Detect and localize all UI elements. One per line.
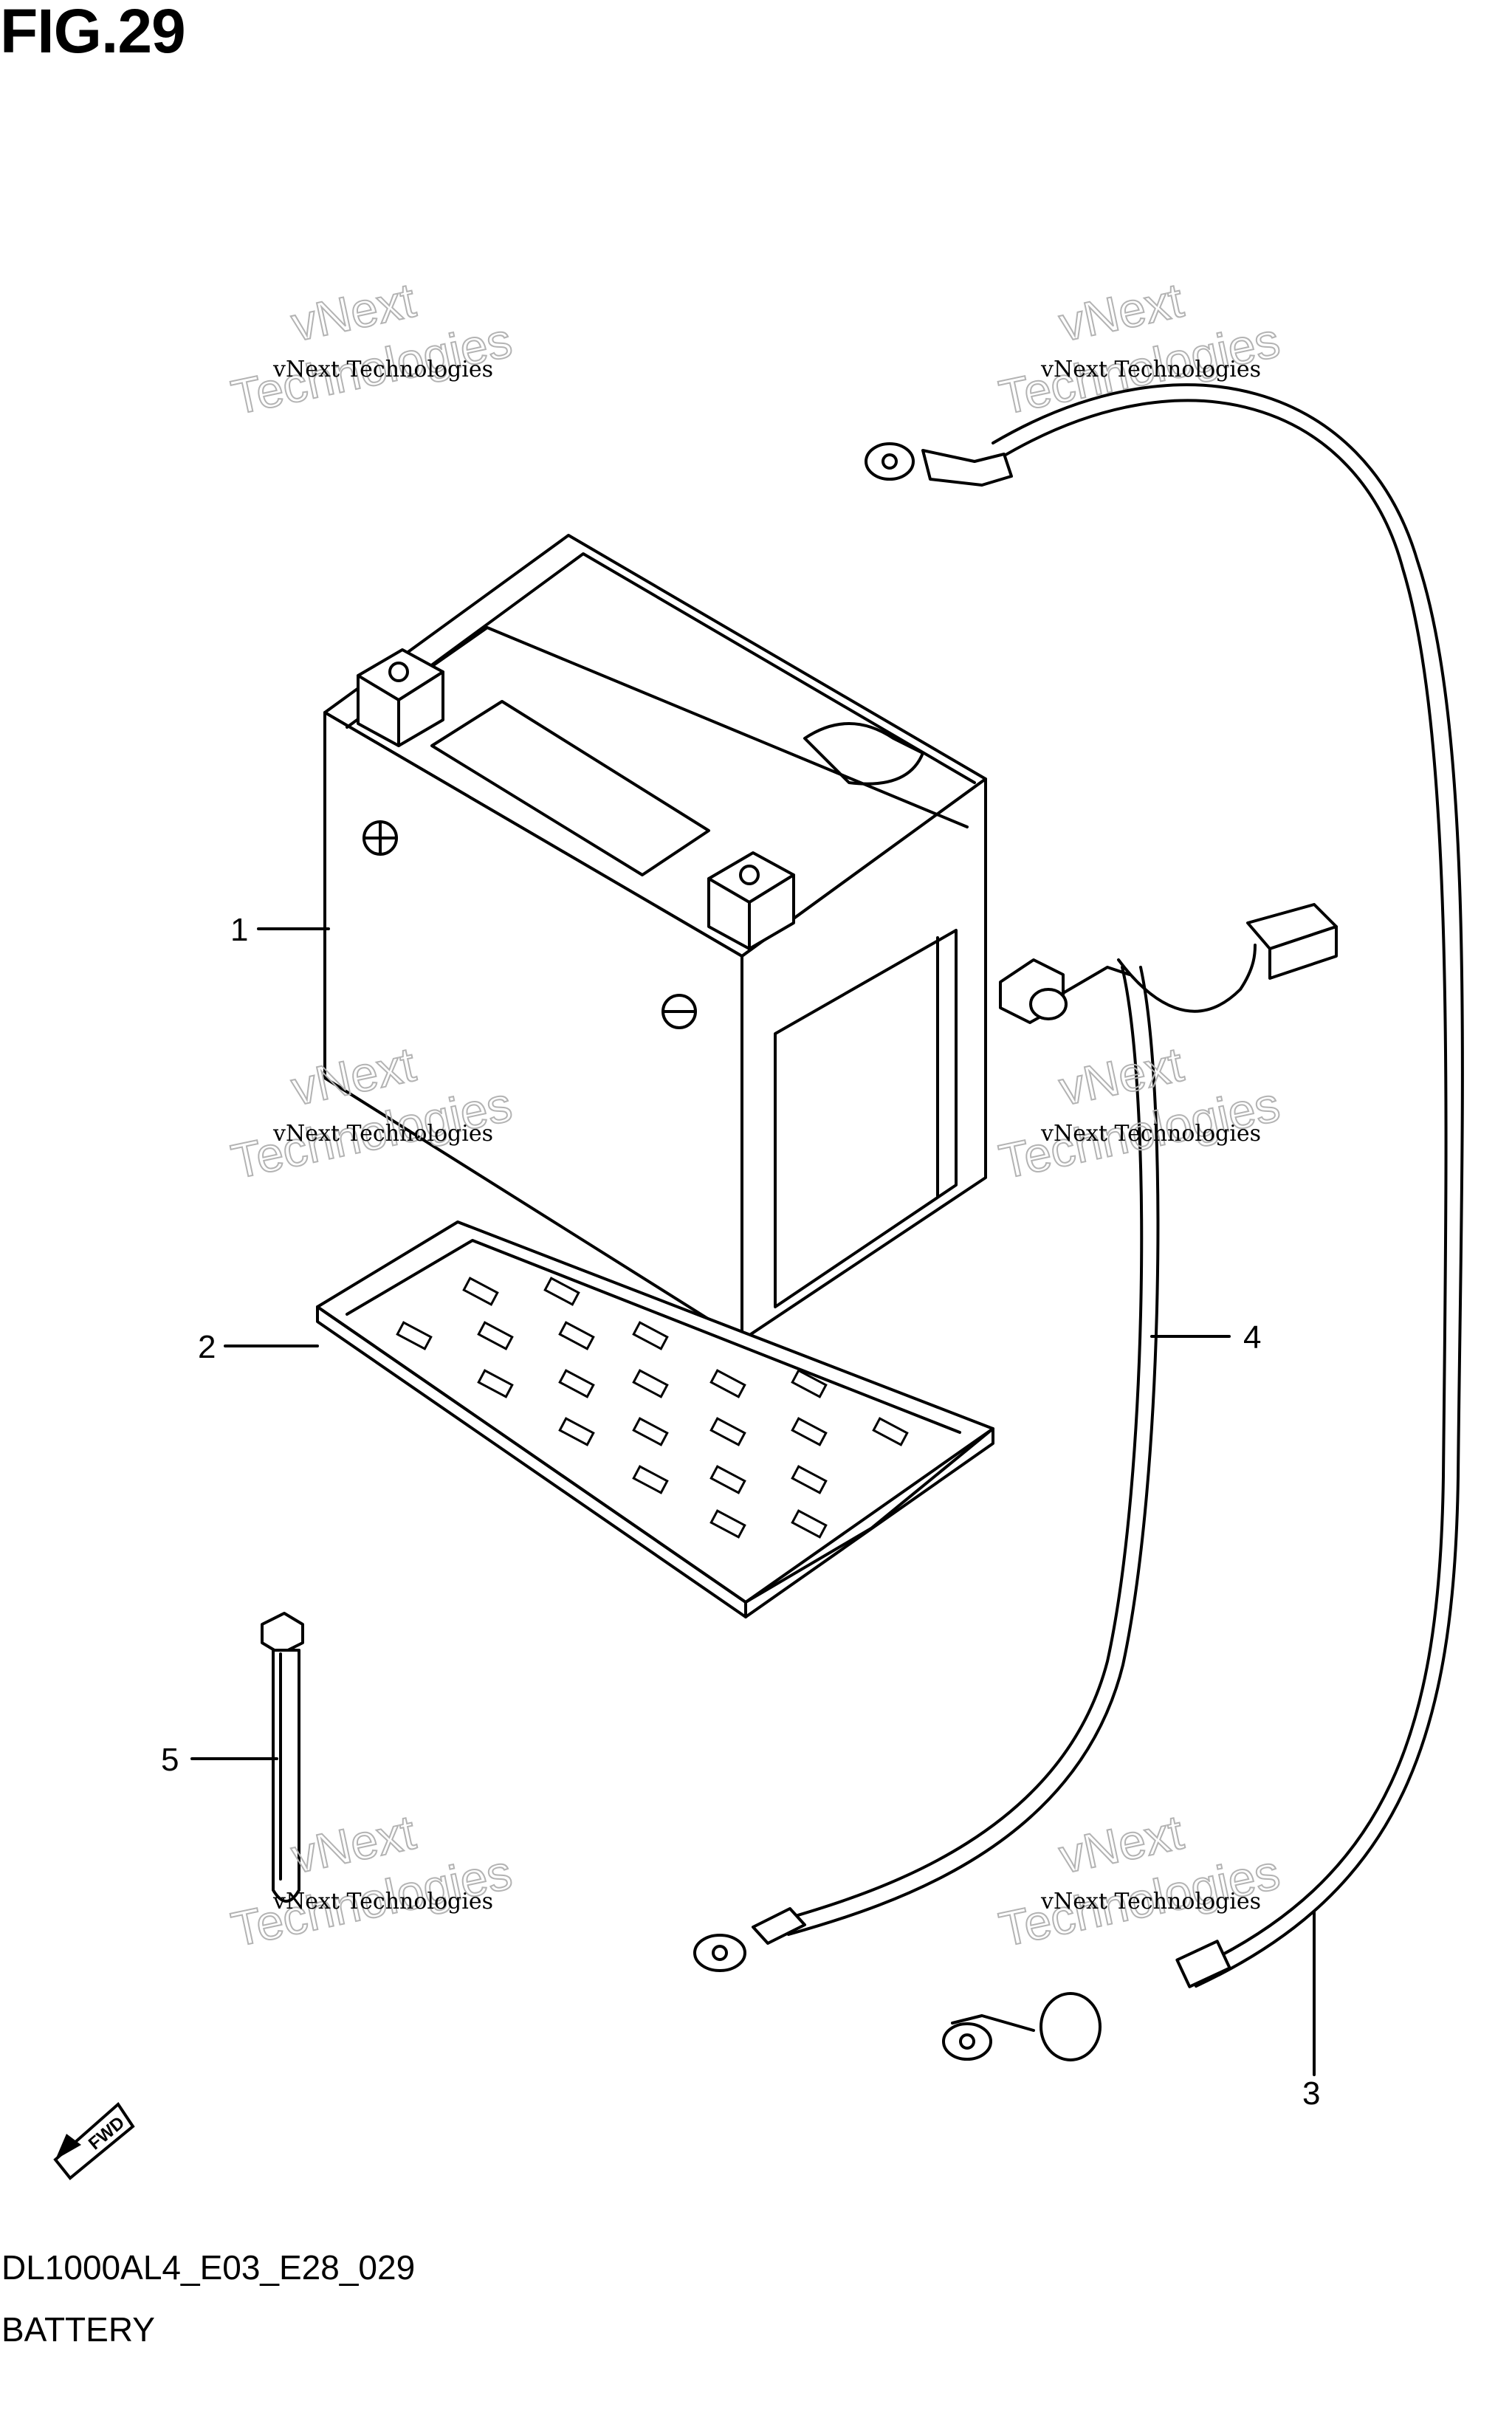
svg-text:vNext Technologies: vNext Technologies	[1040, 357, 1261, 382]
figure-code: DL1000AL4_E03_E28_029	[1, 2248, 416, 2287]
forward-direction-icon: FWD	[53, 2101, 135, 2180]
figure-title: FIG.29	[0, 0, 186, 66]
watermark-5: Technologies vNext vNext Technologies	[226, 1804, 517, 1958]
cable-tie-part-5[interactable]	[261, 1612, 304, 1903]
callout-leaders	[190, 927, 1316, 2076]
watermark-4: Technologies vNext vNext Technologies	[994, 1036, 1285, 1190]
watermark-1: Technologies vNext vNext Technologies	[226, 272, 517, 426]
svg-text:vNext Technologies: vNext Technologies	[1040, 1889, 1261, 1915]
terminal-cover-bottom	[942, 1940, 1231, 2061]
svg-text:vNext Technologies: vNext Technologies	[272, 1121, 493, 1147]
minus-mark-icon	[662, 994, 697, 1029]
coupler-connector	[1246, 903, 1338, 980]
watermark-2: Technologies vNext vNext Technologies	[994, 272, 1285, 426]
svg-text:vNext Technologies: vNext Technologies	[272, 357, 493, 382]
bracket-terminal	[999, 958, 1131, 1024]
ring-terminal-top	[865, 442, 1013, 487]
positive-cable-part-3[interactable]	[865, 383, 1464, 2061]
positive-terminal	[357, 648, 444, 747]
battery-part-1[interactable]	[323, 534, 987, 1342]
negative-cable-part-4[interactable]	[693, 903, 1338, 1972]
ring-terminal-bottom	[693, 1907, 806, 1972]
battery-tray-part-2[interactable]	[316, 1220, 994, 1618]
figure-name: BATTERY	[1, 2310, 155, 2349]
plus-mark-icon	[362, 820, 398, 856]
callout-3: 3	[1302, 2075, 1320, 2112]
negative-terminal	[707, 851, 795, 950]
callout-2: 2	[198, 1329, 216, 1365]
tray-slots	[396, 1277, 909, 1539]
callout-4: 4	[1243, 1319, 1261, 1356]
svg-text:vNext Technologies: vNext Technologies	[272, 1889, 493, 1915]
watermark-6: Technologies vNext vNext Technologies	[994, 1804, 1285, 1958]
callout-5: 5	[161, 1742, 179, 1778]
svg-text:vNext Technologies: vNext Technologies	[1040, 1121, 1261, 1147]
callout-1: 1	[230, 912, 248, 948]
